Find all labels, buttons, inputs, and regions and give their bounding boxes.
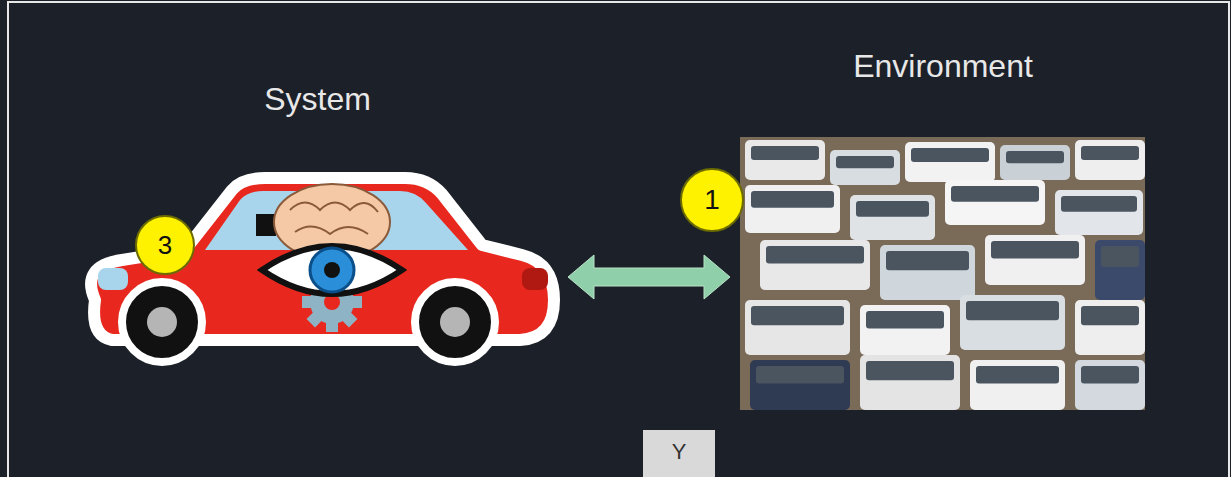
van-window [1081, 146, 1139, 160]
vans-part [1095, 240, 1145, 300]
vans-part [750, 360, 850, 410]
vans-part [945, 180, 1045, 225]
van-window [951, 186, 1039, 202]
vans-part [745, 300, 850, 355]
van-window [1061, 196, 1137, 212]
eye [262, 246, 402, 294]
vans-part [850, 195, 935, 240]
van-window [991, 241, 1079, 259]
box-text: Y [672, 441, 687, 463]
vans-part [970, 360, 1065, 410]
van-window [751, 306, 844, 325]
wheel [415, 282, 495, 362]
vans-part [745, 185, 840, 233]
van-window [1081, 366, 1139, 384]
vans-part [860, 305, 950, 355]
ground [740, 137, 1145, 410]
van-window [856, 201, 929, 217]
car-illustration [91, 178, 554, 362]
wheel [122, 282, 202, 362]
van-window [866, 361, 954, 380]
callout-text: 1 [704, 186, 720, 214]
van-window [966, 301, 1059, 320]
vans-part [1075, 360, 1145, 410]
traffic-photo [740, 137, 1145, 410]
van-window [976, 366, 1059, 384]
component-node: Environment [738, 45, 1148, 413]
vans-part [760, 240, 870, 290]
callout-text: 3 [158, 232, 172, 258]
node-heading: System [264, 82, 371, 117]
callout-number: 1 [680, 168, 744, 232]
node-heading: Environment [853, 49, 1033, 84]
hub [440, 307, 470, 337]
vans-part [1075, 300, 1145, 355]
iris [310, 248, 354, 292]
pupil [324, 262, 340, 278]
van-window [751, 191, 834, 208]
headlight [98, 268, 128, 290]
van-window [866, 311, 944, 329]
van-window [886, 251, 969, 270]
slide-frame [8, 2, 1229, 477]
van-window [1006, 151, 1064, 163]
van-window [766, 246, 864, 264]
vans-part [745, 140, 825, 180]
van-window [911, 148, 989, 162]
van-window [756, 366, 844, 384]
vans [745, 140, 1145, 410]
grey-box [643, 430, 715, 477]
van-window [1081, 306, 1139, 325]
mirror [256, 214, 276, 236]
brain-folds [290, 203, 378, 235]
hub [147, 307, 177, 337]
van-window [836, 156, 894, 168]
vans-part [860, 355, 960, 410]
vans-part [1055, 190, 1143, 235]
tail-light [522, 268, 548, 290]
van-window [751, 146, 819, 160]
vans-part [880, 245, 975, 300]
vans-part [1075, 140, 1145, 180]
callout-number: 3 [135, 215, 195, 275]
double-arrow [568, 255, 730, 299]
vans-part [830, 150, 900, 185]
box-label: Y [659, 432, 699, 472]
vans-part [1000, 145, 1070, 180]
vans-part [905, 142, 995, 182]
vans-part [960, 295, 1065, 350]
vans-part [985, 235, 1085, 285]
van-window [1101, 246, 1139, 267]
